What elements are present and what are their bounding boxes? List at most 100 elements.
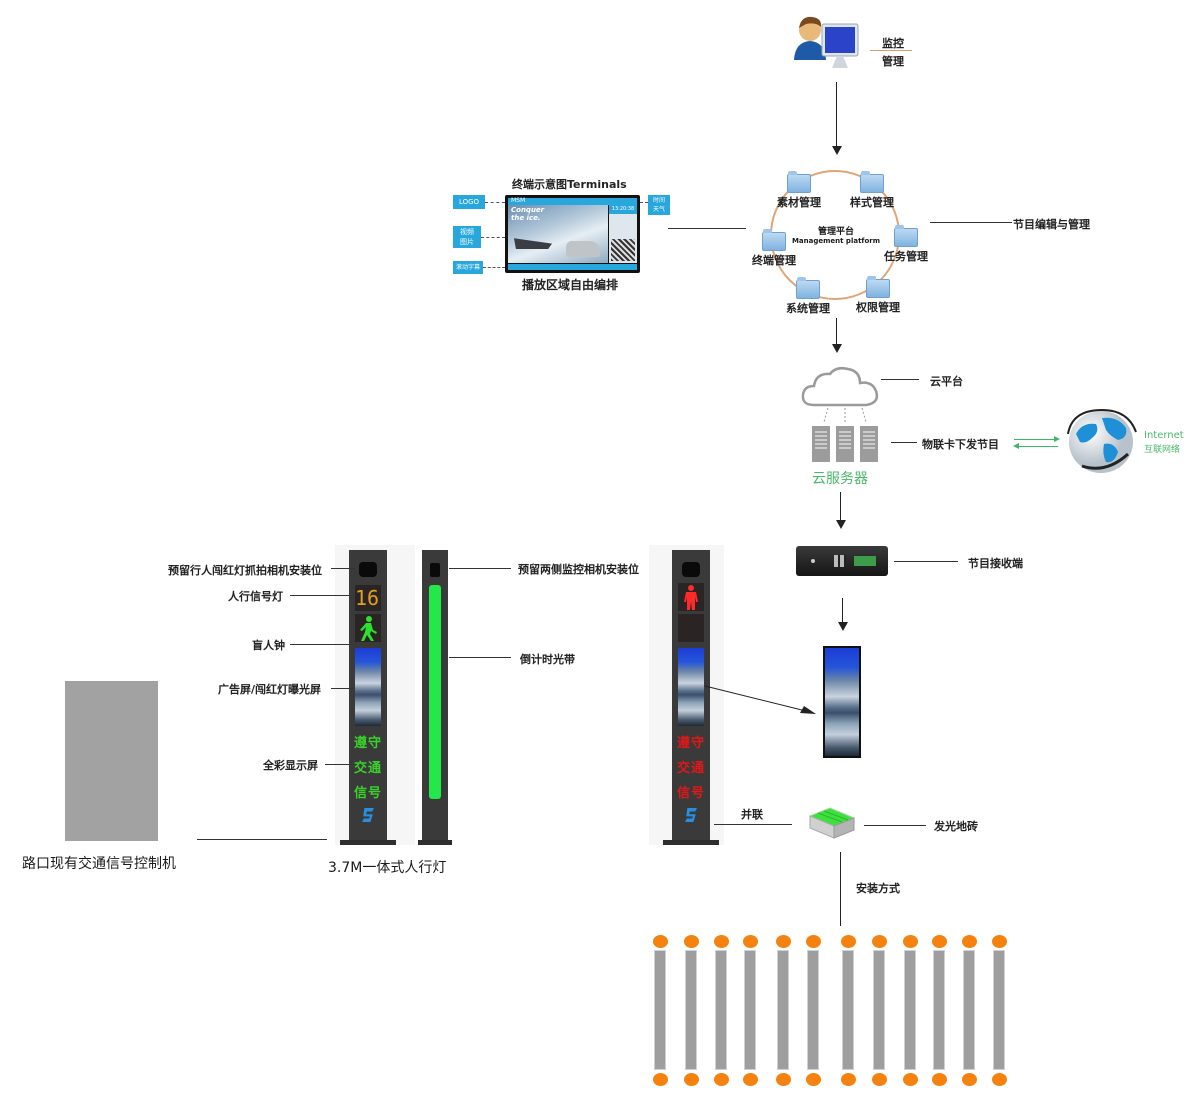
connector-platform-left bbox=[668, 228, 746, 229]
node-permission[interactable]: 权限管理 bbox=[850, 276, 906, 315]
cloud-server-label: 云服务器 bbox=[812, 471, 868, 487]
arrow-to-internet bbox=[1014, 439, 1056, 440]
brick-bar bbox=[685, 950, 697, 1070]
luminous-brick-icon bbox=[808, 806, 856, 840]
callout-capture-camera-line bbox=[331, 568, 355, 569]
pole-right-text-1: 遵守 bbox=[676, 736, 705, 751]
receiver-ports bbox=[834, 555, 846, 567]
pole-side bbox=[422, 550, 448, 840]
callout-time-dash bbox=[640, 202, 648, 203]
pole-left-text-3: 信号 bbox=[353, 786, 382, 801]
brick-dot-top bbox=[841, 935, 856, 948]
pole-right-camera bbox=[682, 562, 700, 577]
arrow-from-internet bbox=[1018, 446, 1058, 447]
arrowhead-down bbox=[836, 520, 846, 529]
countdown-digits: 16 bbox=[355, 586, 380, 610]
screen-side-panel: 13:20:38 bbox=[609, 205, 637, 263]
node-system[interactable]: 系统管理 bbox=[780, 277, 836, 316]
style-folder-icon bbox=[860, 171, 884, 193]
brick-bar bbox=[993, 950, 1005, 1070]
callout-capture-camera: 预留行人闯红灯抓拍相机安装位 bbox=[168, 564, 322, 577]
callout-video: 视频 图片 bbox=[453, 226, 481, 248]
pole-left-text-2: 交通 bbox=[353, 761, 382, 776]
pole-side-base bbox=[418, 840, 452, 845]
brick-dot-top bbox=[962, 935, 977, 948]
arrow-platform-to-cloud bbox=[836, 318, 837, 346]
brick-dot-bottom bbox=[714, 1073, 729, 1086]
screen-clock: 13:20:38 bbox=[609, 205, 637, 214]
pole-right-stop-signal bbox=[678, 583, 704, 611]
green-walking-man-icon bbox=[360, 616, 377, 641]
arrowhead-right-green bbox=[1054, 436, 1060, 442]
pole-caption: 3.7M一体式人行灯 bbox=[328, 860, 447, 876]
brick-dot-bottom bbox=[776, 1073, 791, 1086]
install-method-label: 安装方式 bbox=[856, 882, 900, 895]
monitor-label-top: 监控 bbox=[882, 37, 904, 50]
brick-bar bbox=[963, 950, 975, 1070]
management-center-en: Management platform bbox=[791, 237, 881, 245]
controller-caption: 路口现有交通信号控制机 bbox=[22, 856, 176, 872]
traffic-controller-cabinet bbox=[65, 681, 158, 841]
brick-dot-top bbox=[684, 935, 699, 948]
red-standing-man-icon bbox=[684, 585, 698, 610]
pole-right-base bbox=[663, 840, 719, 845]
node-label: 系统管理 bbox=[786, 302, 830, 315]
brick-bar bbox=[873, 950, 885, 1070]
pole-left-walk-signal bbox=[355, 614, 381, 642]
brick-bar bbox=[777, 950, 789, 1070]
receiver-terminal-block bbox=[854, 556, 876, 566]
callout-light-band: 倒计时光带 bbox=[520, 653, 575, 666]
brick-bar bbox=[807, 950, 819, 1070]
node-style[interactable]: 样式管理 bbox=[844, 171, 900, 210]
callout-video-line2: 图片 bbox=[460, 238, 474, 246]
monitor-label-bottom: 管理 bbox=[882, 55, 904, 68]
arrow-receiver-to-screen bbox=[842, 598, 843, 624]
iot-delivery-label: 物联卡下发节目 bbox=[922, 438, 999, 451]
pole-right-countdown-blank bbox=[678, 614, 704, 642]
callout-light-band-line bbox=[449, 657, 511, 658]
pole-right-ad-screen bbox=[678, 648, 704, 726]
brick-bar bbox=[715, 950, 727, 1070]
brick-dot-bottom bbox=[841, 1073, 856, 1086]
screen-qr-code bbox=[611, 239, 635, 261]
vertical-ad-screen bbox=[823, 646, 861, 758]
callout-time-line2: 天气 bbox=[652, 206, 665, 213]
pole-left-brand-logo bbox=[362, 808, 374, 822]
connector-brick-label bbox=[864, 825, 926, 826]
callout-blind-bell-line bbox=[290, 644, 350, 645]
terminal-screen: MSM Conquer the ice. 13:20:38 bbox=[505, 195, 640, 273]
screen-main-image: Conquer the ice. bbox=[508, 205, 608, 263]
brick-dot-bottom bbox=[743, 1073, 758, 1086]
arrowhead-down bbox=[838, 622, 848, 631]
callout-logo: LOGO bbox=[453, 195, 485, 209]
connector-controller-pole bbox=[197, 839, 327, 840]
countdown-light-band bbox=[429, 585, 441, 799]
connector-platform-right bbox=[930, 222, 1012, 223]
arrowhead-down bbox=[832, 344, 842, 353]
connector-receiver bbox=[894, 561, 958, 562]
callout-time-line1: 时间 bbox=[652, 197, 665, 204]
pole-left-camera bbox=[359, 562, 377, 577]
pole-right-brand-logo bbox=[685, 808, 697, 822]
screen-top-bar: MSM bbox=[508, 197, 637, 205]
brick-install-layout bbox=[640, 930, 1020, 1090]
callout-full-color: 全彩显示屏 bbox=[263, 759, 318, 772]
terminal-folder-icon bbox=[762, 229, 786, 251]
brick-dot-top bbox=[714, 935, 729, 948]
callout-logo-dash bbox=[485, 202, 505, 203]
system-folder-icon bbox=[796, 277, 820, 299]
cloud-platform-label: 云平台 bbox=[930, 375, 963, 388]
node-task[interactable]: 任务管理 bbox=[878, 225, 934, 264]
callout-ped-signal: 人行信号灯 bbox=[228, 590, 283, 603]
brick-dot-bottom bbox=[872, 1073, 887, 1086]
arrow-monitor-to-platform bbox=[836, 82, 837, 148]
brick-dot-top bbox=[806, 935, 821, 948]
ad-screen-content bbox=[825, 648, 859, 756]
node-terminal[interactable]: 终端管理 bbox=[746, 229, 802, 268]
brick-dot-top bbox=[932, 935, 947, 948]
node-material[interactable]: 素材管理 bbox=[772, 171, 826, 210]
brick-dot-top bbox=[992, 935, 1007, 948]
brick-dot-bottom bbox=[992, 1073, 1007, 1086]
brick-dot-bottom bbox=[684, 1073, 699, 1086]
internet-label-cn: 互联网络 bbox=[1144, 445, 1181, 455]
